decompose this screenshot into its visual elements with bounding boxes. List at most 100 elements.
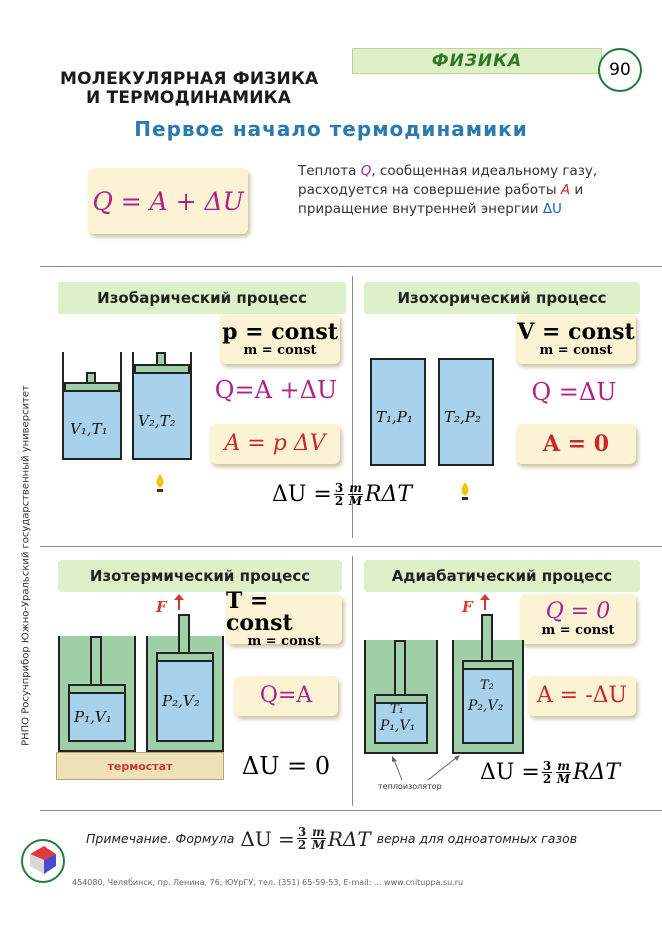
- isochoric-const-box: V = const m = const: [516, 314, 636, 364]
- isothermal-label-2: P₂,V₂: [162, 692, 200, 710]
- isothermal-const-sub: m = const: [247, 634, 321, 649]
- adiabatic-const-main: Q = 0: [545, 599, 611, 624]
- isochoric-label-1: T₁,P₁: [376, 408, 413, 426]
- isothermal-gas-1: P₁,V₁: [68, 694, 126, 742]
- isochoric-const-main: V = const: [517, 319, 635, 345]
- isochoric-cylinder-2: T₂,P₂: [438, 358, 494, 466]
- isothermal-const-main: T = const: [226, 588, 293, 636]
- first-law-formula: Q = A + ΔU: [88, 168, 248, 234]
- center-divider-top: [352, 276, 353, 538]
- frac-m: m: [348, 481, 363, 495]
- isothermal-label-1: P₁,V₁: [74, 708, 112, 726]
- isobaric-weight-1: [86, 372, 96, 384]
- page-number: 90: [598, 48, 642, 92]
- isochoric-cylinder-1: T₁,P₁: [370, 358, 426, 466]
- frac-den: 2: [334, 494, 344, 508]
- isothermal-eq2: ΔU = 0: [236, 748, 336, 784]
- deltau-rhs: RΔT: [364, 482, 413, 507]
- isobaric-gas-1: [64, 392, 120, 458]
- first-law-description: Теплота Q, сообщенная идеальному газу, р…: [298, 162, 598, 219]
- isothermal-force-label: F: [156, 598, 167, 616]
- isochoric-label-2: T₂,P₂: [444, 408, 481, 426]
- isothermal-cylinder-2: P₂,V₂: [146, 614, 224, 752]
- adiabatic-eq1-text: A = -ΔU: [536, 683, 628, 708]
- frac-m: m: [311, 825, 326, 839]
- adiabatic-cylinder-1: T₁ P₁,V₁: [364, 640, 438, 754]
- adiabatic-title: Адиабатический процесс: [364, 560, 640, 592]
- adiabatic-cylinder-2: T₂ P₂,V₂: [452, 614, 524, 754]
- isochoric-eq2-text: A = 0: [542, 431, 610, 457]
- publisher-logo-icon: [21, 839, 65, 883]
- note-text-2: верна для одноатомных газов: [376, 831, 578, 846]
- insulator-label: теплоизолятор: [378, 782, 442, 791]
- isobaric-label-1: V₁,T₁: [70, 420, 108, 438]
- frac-M: M: [556, 772, 571, 786]
- desc-text-3: и приращение внутренней энергии: [298, 182, 584, 217]
- isothermal-rod-2: [178, 614, 190, 654]
- frac-num: 3: [333, 481, 345, 495]
- topic-line-1: МОЛЕКУЛЯРНАЯ ФИЗИКА: [60, 69, 319, 89]
- desc-text-2: , сообщенная идеальному газу, расходуетс…: [298, 163, 598, 198]
- page-title: Первое начало термодинамики: [134, 117, 528, 141]
- isobaric-eq2-box: A = p ΔV: [210, 424, 340, 464]
- topic-heading: МОЛЕКУЛЯРНАЯ ФИЗИКА И ТЕРМОДИНАМИКА: [60, 70, 318, 108]
- isobaric-gas-2: [134, 374, 190, 458]
- isochoric-title: Изохорический процесс: [364, 282, 640, 314]
- deltau-lhs: ΔU =: [272, 482, 332, 507]
- thermostat-base: термостат: [56, 752, 224, 780]
- isochoric-const-sub: m = const: [539, 343, 613, 358]
- footer-address: 454080, Челябинск, пр. Ленина, 76, ЮУрГУ…: [72, 878, 464, 887]
- adiabatic-rod-2: [481, 614, 493, 662]
- arrow-up-icon: [480, 594, 490, 610]
- note-deltau-rhs: RΔT: [327, 826, 371, 851]
- adiabatic-eq1-box: A = -ΔU: [528, 676, 636, 716]
- adiabatic-gas-2: T₂ P₂,V₂: [462, 670, 514, 744]
- isobaric-eq2-text: A = p ΔV: [224, 431, 326, 456]
- top-divider: [40, 266, 662, 267]
- isobaric-cylinder-1: V₁,T₁: [62, 352, 122, 460]
- frac-m: m: [556, 759, 571, 773]
- isothermal-title: Изотермический процесс: [58, 560, 342, 592]
- isochoric-eq2-box: A = 0: [516, 424, 636, 464]
- note-text-1: Примечание. Формула: [86, 831, 235, 846]
- frac-den: 2: [542, 772, 552, 786]
- isochoric-eq1-text: Q =ΔU: [531, 378, 617, 406]
- frac-den: 2: [297, 838, 307, 852]
- isothermal-eq1-box: Q=A: [234, 676, 338, 716]
- isothermal-rod-1: [90, 636, 102, 686]
- adiabatic-deltau-lhs: ΔU =: [480, 760, 540, 785]
- isothermal-cylinder-1: P₁,V₁: [58, 636, 136, 752]
- frac-M: M: [311, 838, 326, 852]
- adiabatic-t2: T₂: [480, 678, 494, 693]
- isothermal-gas-2: P₂,V₂: [156, 662, 214, 742]
- frac-M: M: [348, 494, 363, 508]
- subject-badge: ФИЗИКА: [352, 48, 602, 74]
- isothermal-eq1-text: Q=A: [259, 683, 313, 708]
- adiabatic-rod-1: [394, 640, 406, 696]
- frac-num: 3: [296, 825, 308, 839]
- flame-icon: [156, 474, 164, 492]
- adiabatic-t1: T₁: [390, 702, 404, 717]
- adiabatic-label-1: P₁,V₁: [380, 718, 416, 734]
- isobaric-const-sub: m = const: [243, 343, 317, 358]
- thermostat-label: термостат: [107, 759, 173, 773]
- isobaric-weight-2: [156, 352, 166, 366]
- isothermal-const-box: T = const m = const: [226, 590, 342, 648]
- isobaric-label-2: V₂,T₂: [138, 412, 176, 430]
- adiabatic-gas-1: T₁ P₁,V₁: [374, 702, 428, 744]
- side-text: РНПО Росучприбор Южно-Уральский государс…: [20, 385, 32, 746]
- adiabatic-label-2: P₂,V₂: [468, 698, 504, 714]
- topic-line-2: И ТЕРМОДИНАМИКА: [86, 88, 292, 108]
- isobaric-eq1: Q=A +ΔU: [206, 372, 346, 408]
- first-law-text: Q = A + ΔU: [92, 186, 244, 216]
